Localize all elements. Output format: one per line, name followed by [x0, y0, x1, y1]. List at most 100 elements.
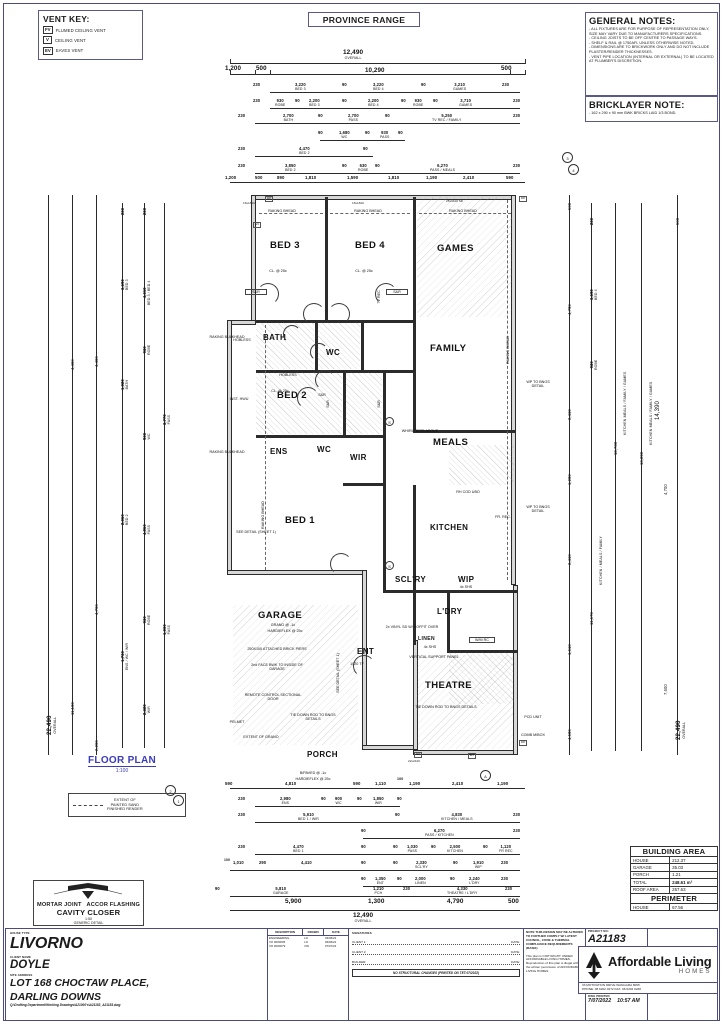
wall-ext-theatre-bottom [413, 750, 518, 755]
dim-t1-230b: 230 [502, 82, 510, 87]
dim-t4-90b: 90 [365, 130, 370, 135]
dim-b1-900: 900 [335, 796, 343, 801]
dim-b1-2980: 2,980 [280, 796, 291, 801]
dim-b3-6270: 6,270 [434, 828, 445, 833]
vent-key-item-fv: FV FLUMED CEILING VENT [43, 26, 138, 35]
wall-int-ens-bottom [256, 435, 386, 438]
sig-label-client2: CLIENT 2: [352, 950, 367, 954]
note-raking-bhead-1: RAKING BHEAD [268, 209, 296, 213]
area-label-house: HOUSE [629, 855, 671, 865]
note-snr-d: S&R [377, 400, 381, 408]
cavity-closer-detail: MORTAR JOINT ACCOR FLASHING CAVITY CLOSE… [33, 880, 144, 926]
dim-r-1510: 1,510 [567, 644, 572, 655]
room-label-wip: WIP [458, 575, 475, 584]
dim-b1-90c: 90 [397, 796, 402, 801]
company-logo-panel: Affordable Living HOMES 33 MOTIVATION DR… [578, 946, 718, 994]
general-note-4: - DIMENSIONS ARE TO BRICKWORK ONLY AND D… [589, 45, 710, 54]
dim-t6-3850: 3,850 [285, 163, 296, 168]
door-arc-bed4 [375, 283, 397, 305]
rev-header-drawn: DRAWN [303, 929, 324, 935]
dim-t7-1810b: 1,810 [388, 175, 400, 180]
dim-t2-930b: 930 [414, 98, 422, 103]
signature-row-client1[interactable]: CLIENT 1: DATE: [352, 940, 520, 945]
dim-left-4400a: 4,400 [70, 359, 75, 370]
dim-b0-1190a: 1,190 [409, 781, 421, 786]
dim-r-14390: 14,390 [655, 401, 661, 420]
dim-b1-230: 230 [238, 796, 246, 801]
render-legend-line2: PAINTED SAND [110, 801, 140, 807]
door-arc-pass-a [303, 303, 325, 325]
dim-b7-1210: 1,210 [373, 886, 384, 891]
note-brick-piers: 250X100 ATTACHED BRICK PIERS [247, 647, 307, 651]
dim-t1-90b: 90 [421, 82, 426, 87]
note-snr-a: S&R [245, 289, 267, 296]
note-remote-door: REMOTE CONTROL SECTIONAL DOOR [244, 693, 302, 702]
note-see-detail-2: SEE DETAIL (SHEET 1) [336, 653, 340, 693]
signatures-title: SIGNATURES [352, 931, 372, 935]
address-line-2: DARLING DOWNS [10, 991, 101, 1003]
note-porch-fin1: B/PAVED @ -1c [299, 771, 327, 775]
dim-b5-90c: 90 [453, 860, 458, 865]
revision-row: ENGINEERING LO 03/06/22 [268, 936, 348, 940]
note-cl-25c-a: CL. @ 25c [269, 269, 287, 273]
dim-t5-90: 90 [363, 146, 368, 151]
note-pelmet: PELMET [229, 720, 245, 724]
project-no-label: PROJECT NO: [588, 929, 609, 933]
dim-t7-1810a: 1,810 [305, 175, 317, 180]
dim-t6-90a: 90 [342, 163, 347, 168]
general-note-1: - ALL FIXTURES ARE FOR PURPOSE OF REPRES… [589, 27, 710, 36]
dash-raking-v2 [507, 200, 508, 580]
building-area-table: BUILDING AREA HOUSE 212.37 GARAGE 35.03 … [629, 846, 718, 912]
note-raking-bhead-2: RAKING BHEAD [354, 209, 382, 213]
wall-ext-theatre-right [513, 585, 518, 755]
dim-b4-4470: 4,470 [293, 844, 304, 849]
dim-t4-90a: 90 [318, 130, 323, 135]
note-garage-fin1: GRANO @ -1c [270, 623, 296, 627]
wall-ext-right [511, 195, 516, 585]
render-legend: EXTENT OF PAINTED SAND FINISHED RENDER [68, 793, 186, 817]
area-label-porch: PORCH [629, 870, 671, 880]
signature-row-builder[interactable]: BUILDER: DATE: [352, 960, 520, 965]
wall-ext-porch-bottom [362, 745, 417, 750]
note-hobless-b: HOBLESS [279, 373, 297, 377]
dim-b5-90b: 90 [393, 860, 398, 865]
revision-row: VO #000079 CW 07/07/22 [268, 944, 348, 948]
dim-r-13730: 13,730 [613, 441, 618, 455]
vent-tag-ev: EV [43, 46, 53, 55]
dwg-printed-date: 7/07/2022 [588, 998, 612, 1004]
dim-t6-6270: 6,270 [437, 163, 448, 168]
dim-t2-3710: 3,710 [460, 98, 471, 103]
room-label-ldry: L'DRY [437, 607, 463, 616]
note-fr-rec: FR. REC. [495, 515, 511, 519]
dim-t6-630: 630 [359, 163, 367, 168]
dim-t7-1200: 1,200 [225, 175, 237, 180]
note-cl-25c-c: CL. @ 25c [271, 389, 289, 393]
note-cl-25c-b: CL. @ 25c [355, 269, 373, 273]
general-notes-title: GENERAL NOTES: [589, 15, 676, 26]
lintel-16x1810-b: 16x1810 [352, 201, 364, 205]
dim-b6-2240: 2,240 [469, 876, 480, 881]
dim-t3-2700a: 2,700 [283, 113, 294, 118]
dim-left-4400b: 4,400 [94, 356, 99, 367]
wall-int-bed3-bed4 [325, 197, 328, 322]
wall-int-ldry-top [447, 650, 517, 653]
room-label-garage: GARAGE [258, 610, 303, 621]
room-label-theatre: THEATRE [425, 680, 472, 691]
right-dimension-stack: 500 4,790 2,410 1,290 2,410 1,510 4,590 … [567, 195, 686, 755]
area-label-garage: GARAGE [629, 863, 671, 872]
note-vinyl-sd: 2x VINYL SD W/ SOFFIT OVER [385, 625, 439, 629]
signature-row-client2[interactable]: CLIENT 2: DATE: [352, 950, 520, 955]
tag-ev-l: EV [253, 222, 262, 228]
room-label-sclry: SCL'RY [395, 575, 427, 584]
tag-dp-br: DP [519, 740, 528, 746]
rev-drawn-3: CW [304, 944, 310, 948]
project-no-value: A21183 [588, 933, 626, 945]
dim-t4-930: 930 [381, 130, 389, 135]
lintel-22x2410: 22x2410 [408, 759, 420, 763]
area-row-roof: ROOF AREA 257.63 [629, 885, 718, 894]
vent-key-item-ev: EV EAVES VENT [43, 46, 138, 55]
wall-int-wir-bottom [343, 435, 385, 438]
dash-raking-1 [259, 213, 323, 214]
section-mark-4: 4 [568, 164, 579, 175]
